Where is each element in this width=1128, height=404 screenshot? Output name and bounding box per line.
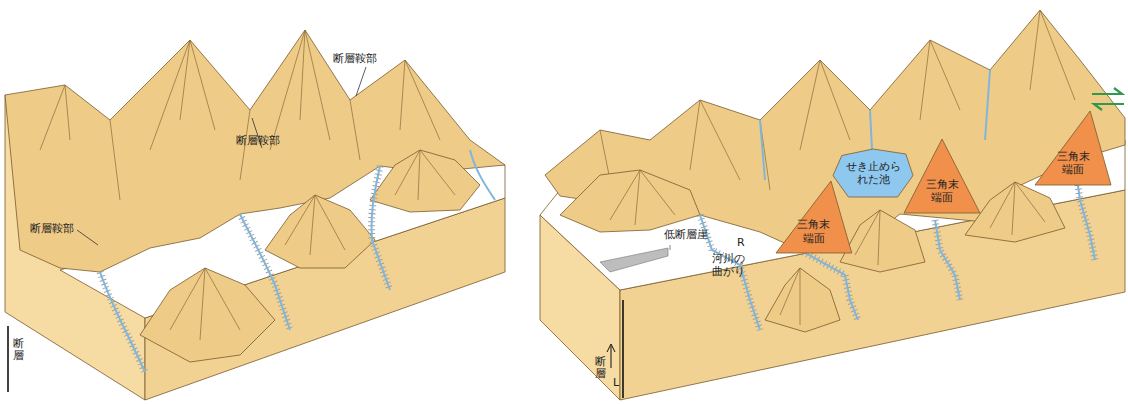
node-text: せき止められた池 [846,160,901,186]
fault-label: 断層 [13,338,24,362]
dammed-pond: せき止められた池 [832,148,914,198]
side-mark: R [737,236,745,249]
triangular-facet: 三角末端面 [775,180,853,254]
fault-label: 断層 [595,356,606,380]
fault-saddle-label: 断層鞍部 [333,52,377,65]
triangular-facet: 三角末端面 [903,138,981,214]
side-mark: L [613,376,619,389]
node-text: 三角末端面 [926,178,959,204]
triangular-facet: 三角末端面 [1034,110,1112,186]
fault-scarp-label: 低断層崖 [664,228,708,241]
river-bend-label: 河川の曲がり [712,252,748,278]
node-text: 三角末端面 [1057,150,1090,176]
node-text: 三角末端面 [797,218,830,244]
fault-saddle-label: 断層鞍部 [30,222,74,235]
fault-saddle-label: 断層鞍部 [236,134,280,147]
